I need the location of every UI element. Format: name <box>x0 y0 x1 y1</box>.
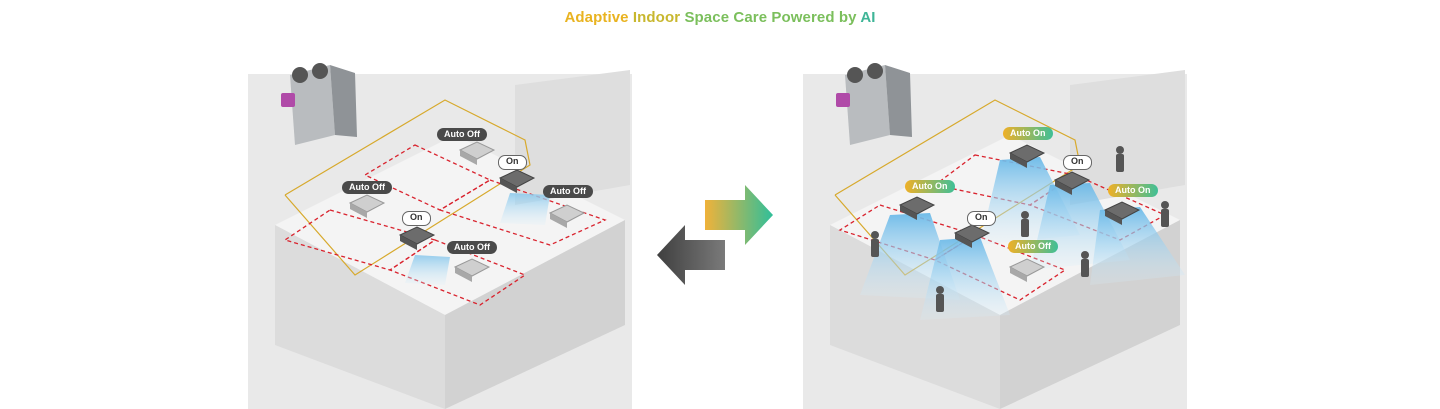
ceiling-cassette-icon <box>548 204 586 228</box>
ceiling-cassette-icon <box>348 194 386 218</box>
zone-bottom-left <box>838 204 977 261</box>
status-badge: On <box>402 211 431 226</box>
zone-top-right <box>438 179 607 246</box>
ceiling-cassette-icon <box>1103 201 1141 225</box>
ceiling-cassette-icon <box>453 258 491 282</box>
status-badge: Auto On <box>1108 184 1158 197</box>
ceiling-cassette-icon <box>458 141 496 165</box>
right-scene: Auto On On Auto On Auto On On Auto Off <box>800 45 1190 409</box>
people <box>871 146 1169 312</box>
status-badge: Auto On <box>905 180 955 193</box>
pipe-line <box>284 99 531 276</box>
status-badge: Auto Off <box>1008 240 1058 253</box>
ceiling-cassette-icon <box>1053 171 1091 195</box>
kitchen-wall <box>1070 70 1185 205</box>
status-badge: On <box>1063 155 1092 170</box>
bidirectional-arrows-icon <box>655 180 775 290</box>
airflow <box>500 193 550 225</box>
status-badge: On <box>498 155 527 170</box>
ceiling-cassette-icon <box>1008 144 1046 168</box>
ceiling-cassette-icon <box>1008 258 1046 282</box>
zone-bottom-right <box>388 239 527 306</box>
airflow <box>1090 207 1185 285</box>
status-badge: Auto Off <box>543 185 593 198</box>
status-badge: Auto Off <box>342 181 392 194</box>
status-badge: Auto Off <box>437 128 487 141</box>
status-badge: On <box>967 211 996 226</box>
ceiling-cassette-icon <box>398 226 436 250</box>
ceiling-cassette-icon <box>498 169 536 193</box>
right-scene-illustration <box>803 63 1187 409</box>
ceiling-cassette-icon <box>953 224 991 248</box>
page-title: Adaptive Indoor Space Care Powered by AI <box>564 9 876 26</box>
status-badge: Auto On <box>1003 127 1053 140</box>
wall-right <box>445 220 625 409</box>
status-badge: Auto Off <box>447 241 497 254</box>
outdoor-unit-icon <box>836 63 912 145</box>
airflow <box>405 255 450 285</box>
ceiling-cassette-icon <box>898 196 936 220</box>
outdoor-unit-icon <box>281 63 357 145</box>
kitchen-wall <box>515 70 630 205</box>
left-scene-illustration <box>248 63 632 409</box>
left-scene: Auto Off On Auto Off Auto Off On Auto Of… <box>245 45 635 409</box>
wall-left <box>275 225 445 409</box>
